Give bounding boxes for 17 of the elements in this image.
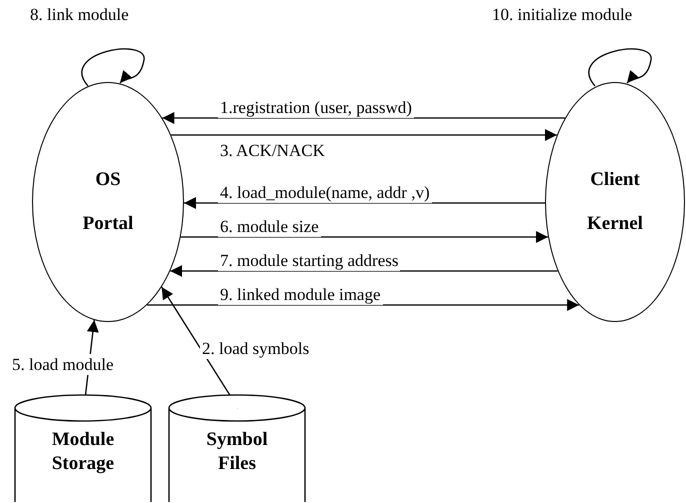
arrow: [180, 231, 548, 243]
arrow: [588, 48, 652, 86]
arrow: [184, 197, 545, 209]
node-label: Kernel: [587, 212, 643, 236]
node-label: Client: [590, 168, 640, 192]
database-cylinder: [14, 394, 152, 502]
node-label: Symbol Files: [205, 428, 269, 476]
edge-label: 5. load module: [10, 354, 116, 376]
arrow: [81, 48, 145, 86]
arrow: [171, 129, 557, 141]
arrow: [147, 299, 580, 311]
arrow: [170, 265, 558, 277]
node-label: Portal: [82, 212, 134, 236]
node-label: Module Storage: [50, 428, 116, 476]
node-label: OS: [95, 168, 121, 192]
arrow: [162, 112, 565, 124]
database-cylinder: [168, 394, 306, 502]
